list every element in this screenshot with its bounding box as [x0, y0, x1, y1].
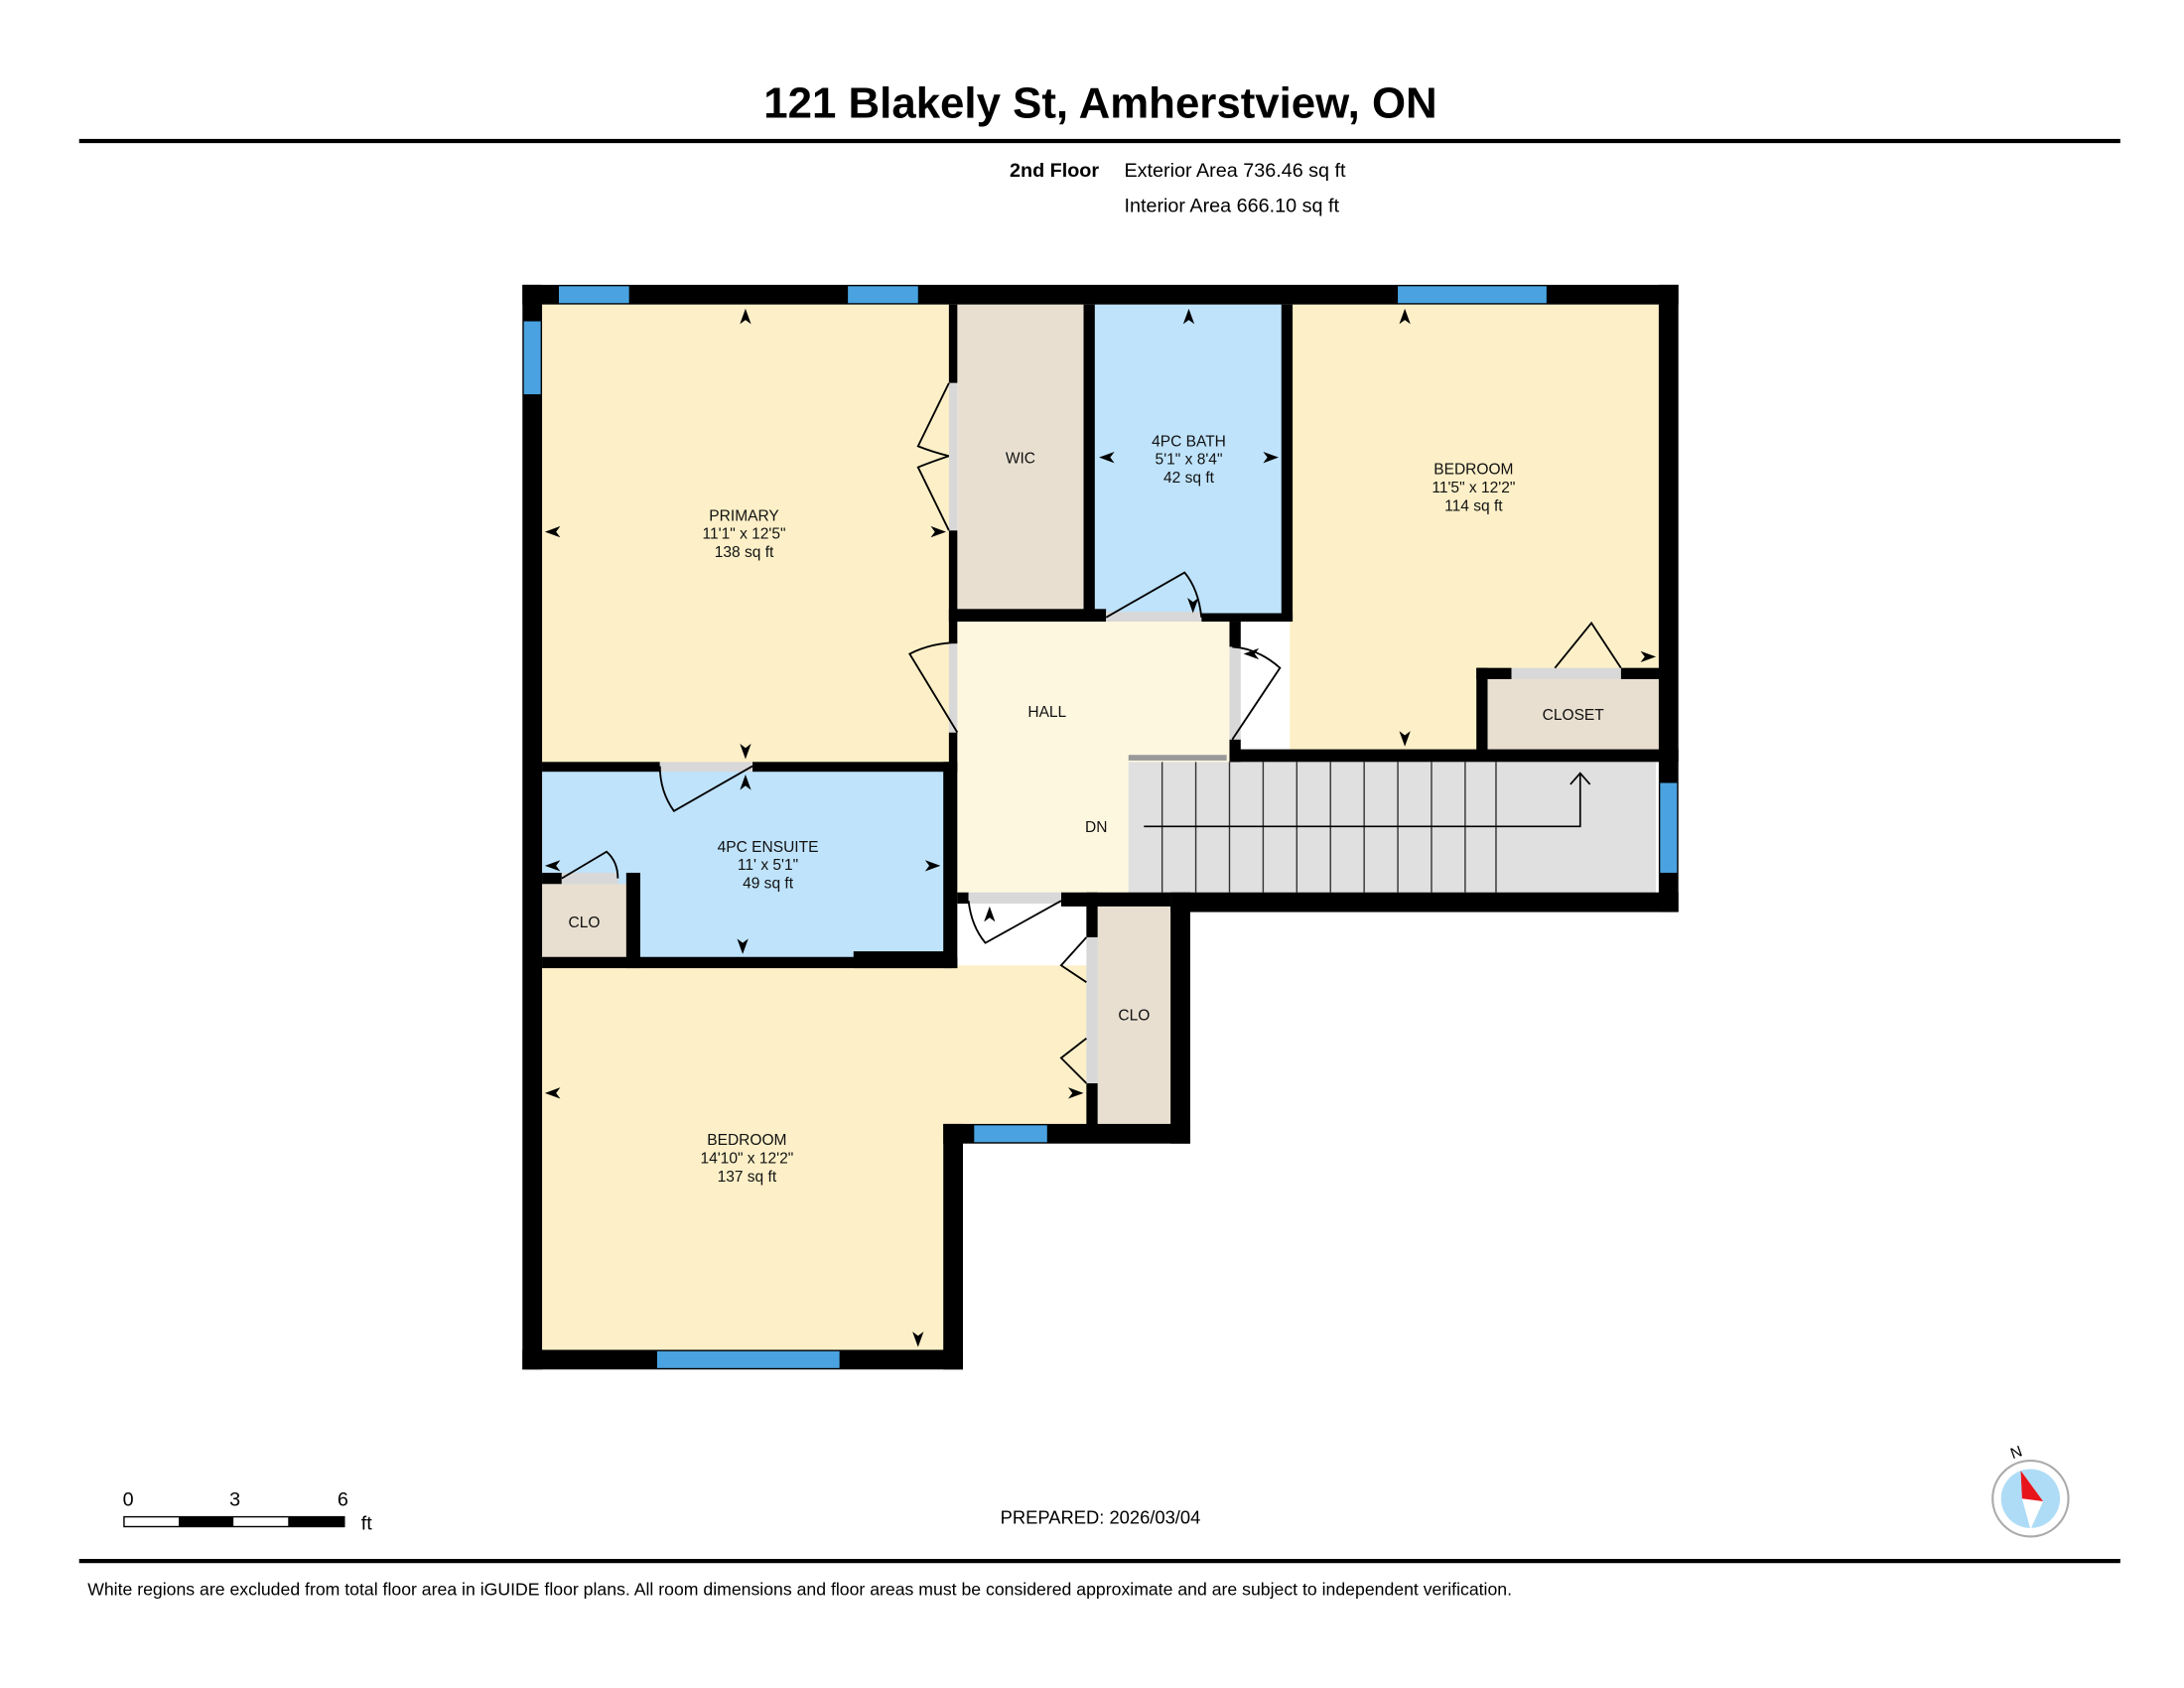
room-ensuite-dims: 11' x 5'1" [738, 857, 798, 874]
stairs-dn-label: DN [1085, 819, 1107, 836]
scale-tick-3: 3 [229, 1488, 240, 1510]
room-clo-2-name: CLO [1118, 1007, 1150, 1024]
scale-bar: 0 3 6 ft [123, 1488, 373, 1534]
room-wic[interactable] [957, 304, 1087, 613]
footer-divider [78, 1558, 2120, 1564]
page-title: 121 Blakely St, Amherstview, ON [763, 79, 1436, 128]
scale-tick-0: 0 [123, 1488, 134, 1510]
room-bedroom-1-name: BEDROOM [1433, 462, 1513, 479]
room-ensuite-area: 49 sq ft [743, 876, 794, 893]
window [1398, 286, 1547, 304]
room-bedroom-2-area: 137 sq ft [718, 1169, 777, 1186]
room-bedroom-2-name: BEDROOM [707, 1132, 786, 1149]
window [1660, 782, 1678, 873]
room-wic-name: WIC [1006, 450, 1035, 467]
room-ensuite-name: 4PC ENSUITE [718, 839, 819, 856]
header-divider [78, 138, 2120, 144]
window [974, 1125, 1047, 1143]
dimension-markers [544, 308, 1657, 1347]
room-bedroom-2[interactable] [542, 965, 1090, 1353]
doors [561, 382, 1622, 1084]
room-bedroom-1-dims: 11'5" x 12'2" [1432, 480, 1515, 496]
window [523, 321, 541, 395]
room-bath-area: 42 sq ft [1163, 470, 1215, 487]
room-primary-name: PRIMARY [709, 507, 779, 524]
room-bedroom-1-area: 114 sq ft [1444, 497, 1503, 514]
room-bath[interactable] [1094, 304, 1285, 617]
stair-direction-arrow [1144, 772, 1591, 828]
floor-name: 2nd Floor [1010, 160, 1099, 182]
room-primary-area: 138 sq ft [715, 544, 774, 561]
footer-disclaimer: White regions are excluded from total fl… [87, 1580, 1512, 1600]
scale-unit: ft [361, 1512, 372, 1534]
scale-tick-6: 6 [338, 1488, 348, 1510]
room-clo-2[interactable] [1094, 906, 1173, 1127]
compass-icon: N [1991, 1443, 2070, 1538]
windows [523, 286, 1678, 1368]
window [559, 286, 629, 304]
room-primary[interactable] [542, 304, 952, 766]
interior-area: Interior Area 666.10 sq ft [1125, 195, 1340, 216]
window [848, 286, 918, 304]
room-primary-dims: 11'1" x 12'5" [703, 526, 786, 543]
room-closet-name: CLOSET [1543, 707, 1605, 724]
exterior-area: Exterior Area 736.46 sq ft [1125, 160, 1347, 182]
compass-north-label: N [2008, 1443, 2024, 1463]
floor-plan: PRIMARY 11'1" x 12'5" 138 sq ft WIC 4PC … [522, 284, 1679, 1370]
walls [522, 284, 1679, 1370]
room-hall-name: HALL [1027, 704, 1066, 721]
room-bath-dims: 5'1" x 8'4" [1156, 452, 1223, 469]
window [656, 1350, 840, 1368]
room-stairs[interactable] [1128, 762, 1657, 895]
room-bath-name: 4PC BATH [1152, 433, 1226, 450]
room-clo-1[interactable] [542, 884, 629, 960]
room-bedroom-2-dims: 14'10" x 12'2" [700, 1150, 793, 1167]
prepared-date: PREPARED: 2026/03/04 [1001, 1507, 1201, 1528]
room-closet[interactable] [1487, 678, 1659, 753]
room-clo-1-name: CLO [568, 914, 600, 931]
